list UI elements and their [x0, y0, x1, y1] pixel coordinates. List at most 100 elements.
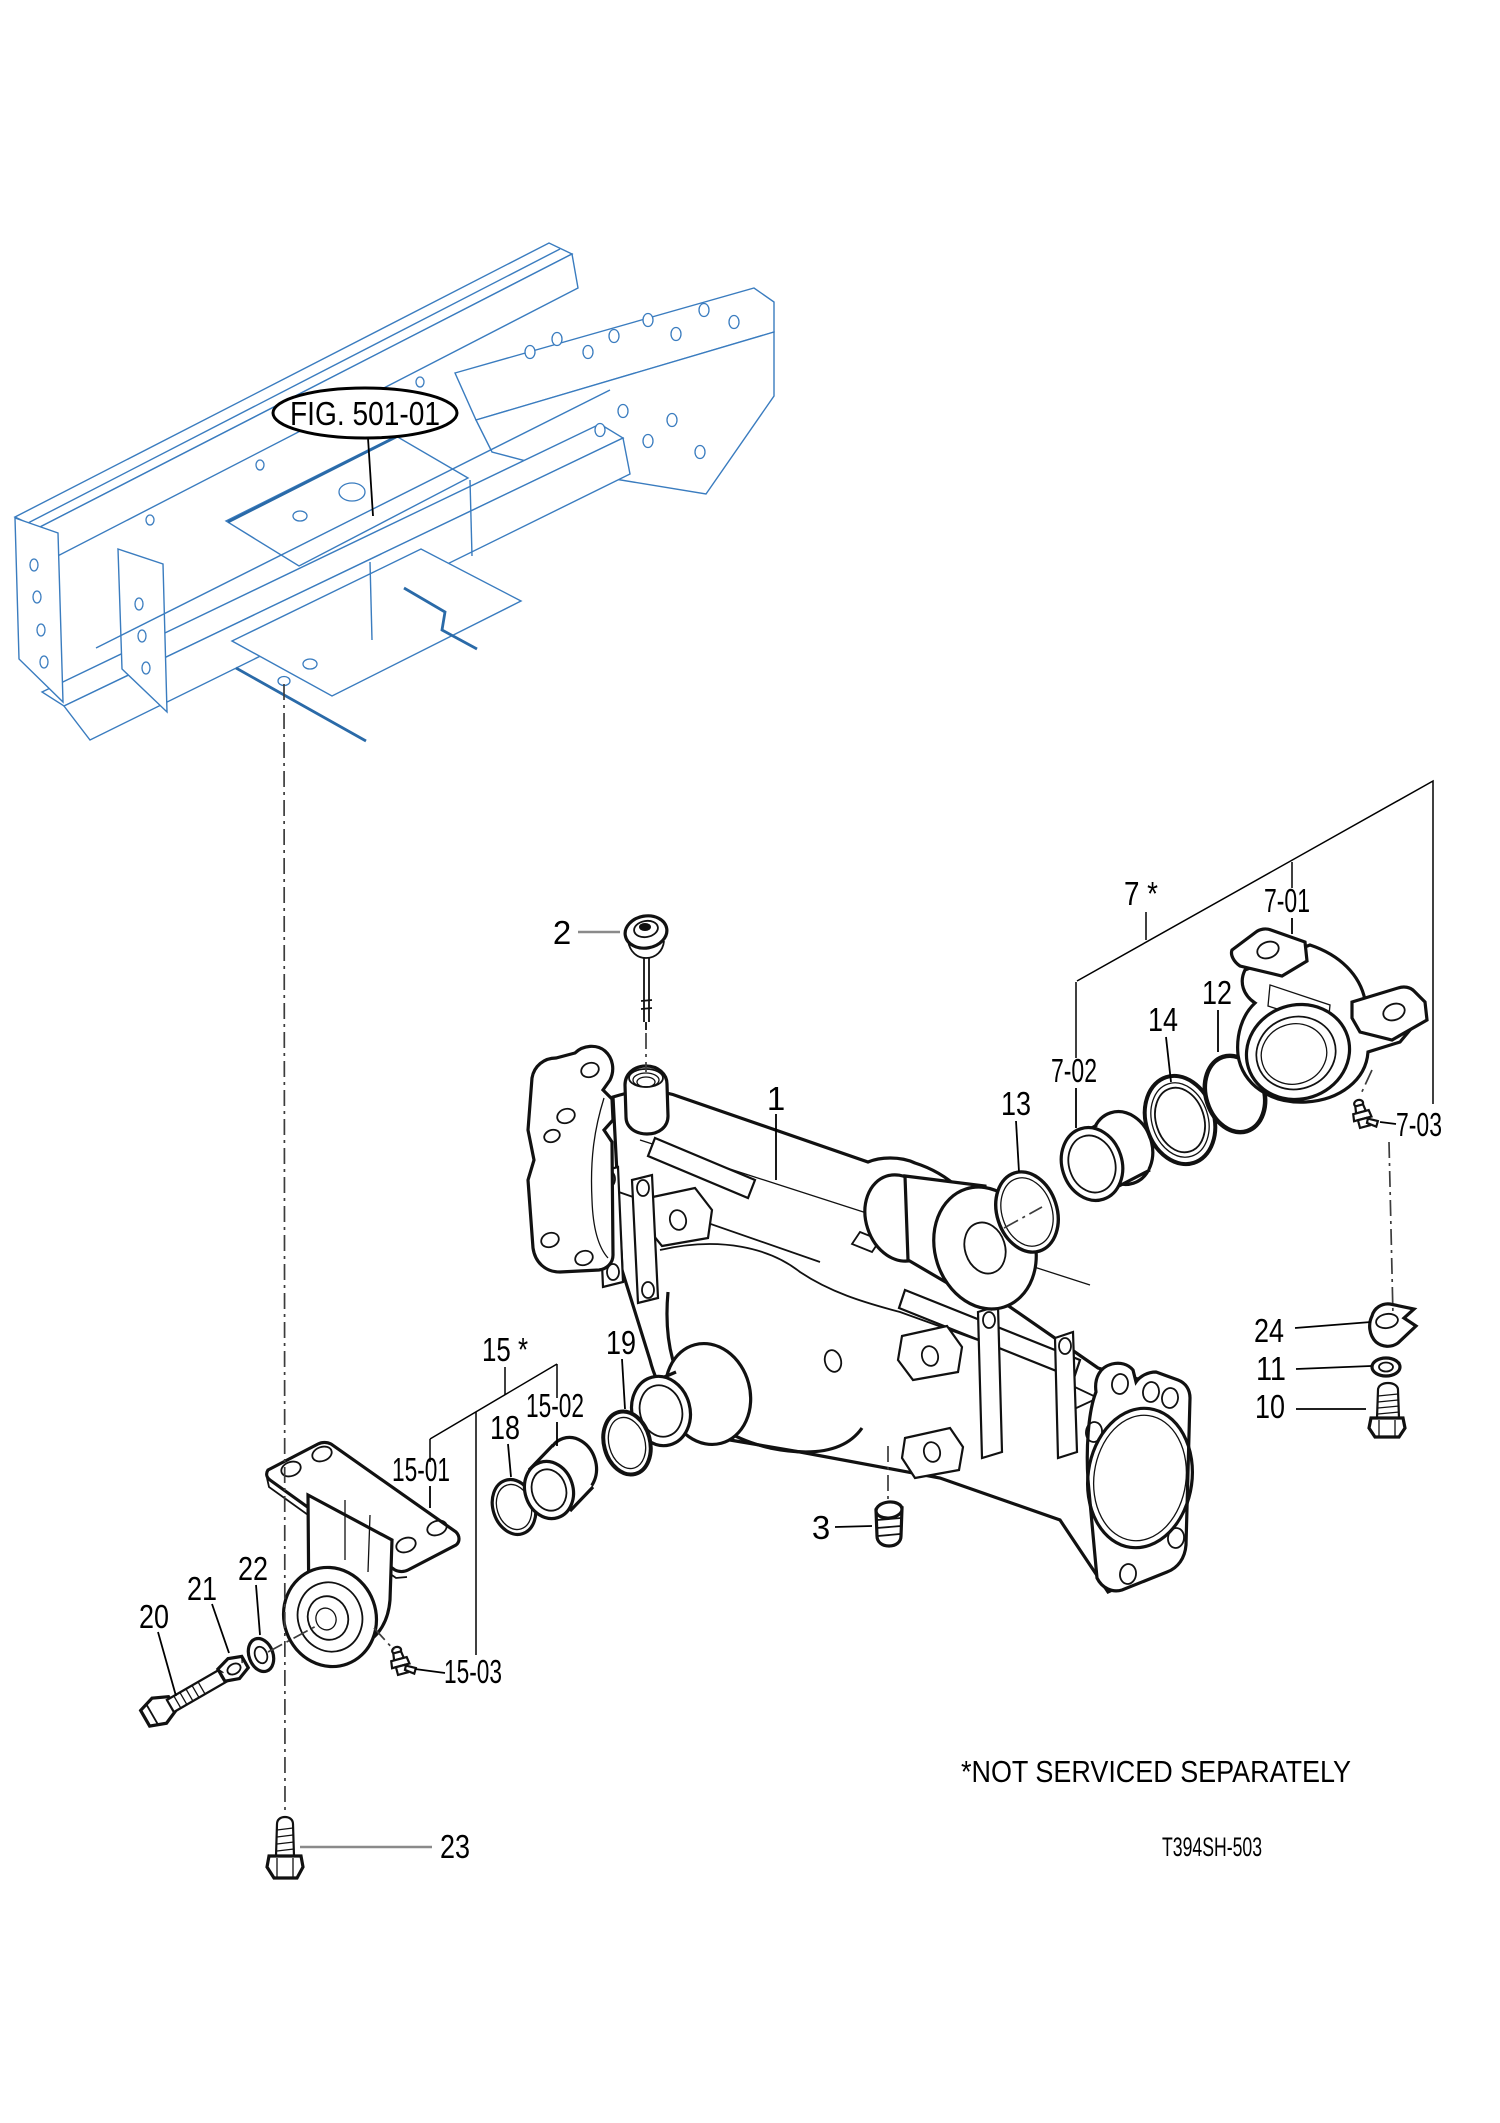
callout-labels: 1 2 3 7 * 7-01 7-02 7-03 10 11 12 13 14 … — [139, 875, 1442, 1865]
fitting-nipple — [403, 1664, 418, 1676]
filler-neck-body — [623, 1064, 670, 1136]
bolt-hole — [145, 514, 155, 526]
housing-lugs — [644, 1186, 965, 1480]
strap-hole — [606, 1263, 620, 1281]
bolt-hole — [255, 459, 265, 471]
callout-3: 3 — [812, 1509, 830, 1546]
bolt-23 — [265, 1815, 305, 1880]
bolt-head — [1367, 1416, 1407, 1439]
bolt-head-facets — [276, 1858, 294, 1877]
detail-line — [344, 1500, 371, 1573]
bolt-hole — [670, 326, 682, 342]
front-output-boss — [629, 1341, 753, 1448]
bolt-head — [265, 1854, 305, 1880]
bolt-threads — [1377, 1393, 1400, 1415]
mounting-lug — [896, 1324, 964, 1382]
bushing-bore — [1067, 1134, 1117, 1194]
housing-rib — [646, 1136, 757, 1200]
leader-19 — [621, 1358, 626, 1410]
group-line-15 — [429, 1363, 558, 1440]
bolt-hole — [642, 312, 654, 328]
dipstick-cap-inner — [633, 919, 659, 939]
bolt-hole — [415, 376, 425, 388]
dipstick-cap-skirt — [627, 940, 665, 959]
bracket-7-01-ear-left — [1229, 927, 1309, 978]
o-ring-13-inner — [1000, 1177, 1054, 1247]
washer-outer — [246, 1636, 276, 1674]
fastener-set-right — [1367, 1302, 1419, 1439]
dipstick-stem — [643, 958, 650, 1022]
dipstick-collar — [640, 999, 653, 1030]
strap-hole — [982, 1311, 996, 1329]
detail-line — [590, 1097, 609, 1259]
callout-15-03: 15-03 — [444, 1653, 502, 1690]
o-ring-13 — [994, 1170, 1060, 1254]
detail-line — [369, 561, 373, 641]
centerline-bolt-20-axis — [267, 1624, 319, 1653]
bolt-hole — [551, 331, 563, 347]
callout-10: 10 — [1255, 1388, 1285, 1425]
callout-12: 12 — [1202, 974, 1232, 1011]
strap-bracket — [630, 1173, 660, 1305]
trunnion-end-inner — [963, 1221, 1007, 1275]
flange-hole — [1111, 1373, 1129, 1395]
footnote-not-serviced: *NOT SERVICED SEPARATELY — [961, 1754, 1351, 1789]
leader-14 — [1165, 1036, 1172, 1083]
callout-7-03: 7-03 — [1396, 1106, 1442, 1143]
bolt-hole — [608, 328, 620, 344]
bolt-hole — [582, 344, 594, 360]
plate-hole — [426, 1519, 448, 1537]
nut-facets — [217, 1656, 243, 1674]
plate-hole — [311, 1445, 333, 1463]
leader-13 — [1015, 1120, 1020, 1173]
bolt-head-facets — [1378, 1420, 1396, 1437]
callout-23: 23 — [440, 1828, 470, 1865]
boss-bore — [315, 1607, 337, 1631]
detail-line — [95, 389, 611, 649]
lug-hole — [668, 1209, 688, 1231]
grease-fitting-7-03 — [1352, 1098, 1380, 1130]
bushing-15-02 — [522, 1435, 599, 1521]
washer-22 — [246, 1636, 276, 1674]
bushing-face — [522, 1459, 576, 1521]
callout-15: 15 * — [482, 1331, 528, 1368]
nut-hex — [215, 1654, 251, 1683]
flange-hole — [556, 1107, 576, 1125]
flange-hole — [1161, 1387, 1179, 1409]
plug-threads — [876, 1517, 902, 1537]
flange-hole — [1167, 1527, 1185, 1549]
callout-18: 18 — [490, 1409, 520, 1446]
callout-22: 22 — [238, 1550, 268, 1587]
bolt-20 — [138, 1666, 231, 1728]
frame-accent-edge — [235, 666, 367, 743]
flange-hole — [574, 1249, 594, 1267]
bolt-hole — [292, 510, 308, 522]
bolt-hole — [728, 314, 740, 330]
bolt-hole — [617, 403, 629, 419]
boss-face-inner — [638, 1384, 684, 1438]
right-flange-plate — [1085, 1361, 1192, 1593]
callout-15-01: 15-01 — [392, 1451, 450, 1488]
bracket-bore-outer — [1244, 1002, 1352, 1102]
bushing-bore — [530, 1468, 568, 1512]
o-ring-19-inner — [607, 1416, 647, 1470]
plate-hole — [280, 1460, 302, 1478]
spring-washer-11 — [1370, 1356, 1402, 1378]
callout-2: 2 — [553, 914, 571, 951]
bolt-hole — [141, 661, 151, 675]
plug-top — [874, 1500, 904, 1520]
drawing-code: T394SH-503 — [1162, 1832, 1262, 1862]
flange-hole — [580, 1061, 600, 1079]
frame-plate-rear-upper — [454, 287, 775, 421]
leader-3 — [834, 1525, 873, 1528]
bolt-hole — [36, 623, 46, 637]
bracket-15-01-plate — [265, 1440, 461, 1574]
callout-13: 13 — [1001, 1085, 1031, 1122]
bolt-hole — [32, 590, 42, 604]
bushing-7-02 — [1059, 1110, 1155, 1202]
frame-end-plate-outer — [14, 517, 64, 704]
dipstick-part-2 — [623, 914, 669, 1030]
fitting-nipple — [1365, 1117, 1380, 1129]
